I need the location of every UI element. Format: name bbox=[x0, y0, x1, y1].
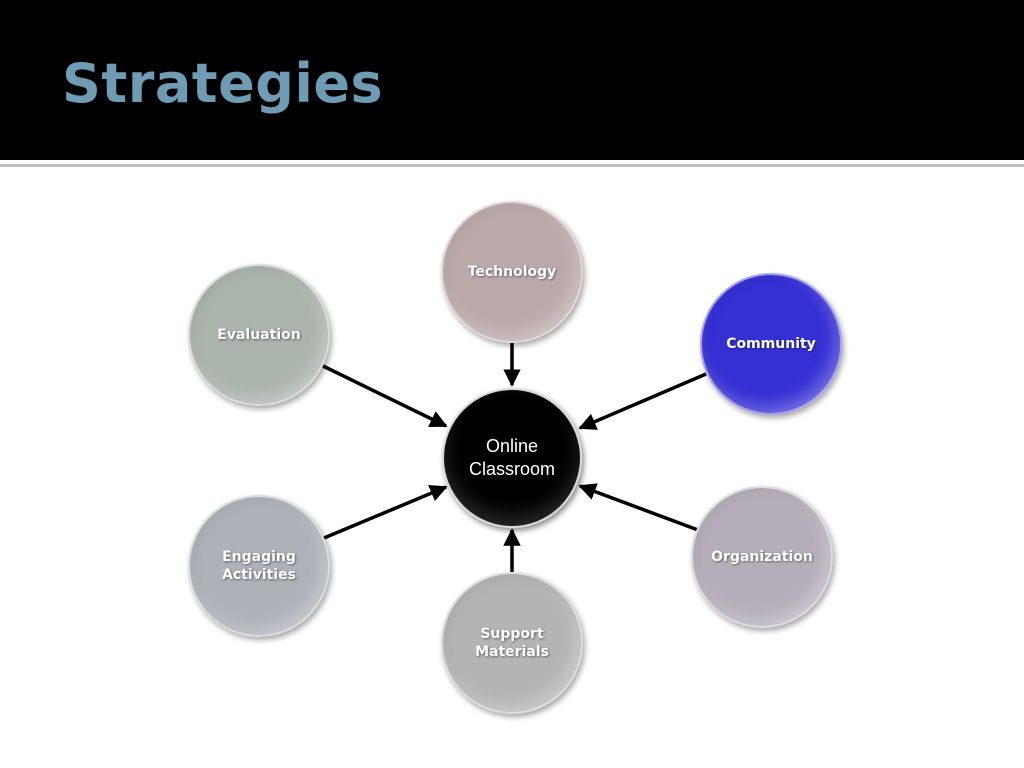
node-organization: Organization bbox=[691, 486, 833, 628]
node-support-materials: Support Materials bbox=[441, 572, 583, 714]
node-organization-label: Organization bbox=[711, 549, 813, 565]
arrow-community bbox=[578, 372, 707, 430]
arrow-engaging-activities bbox=[323, 485, 448, 540]
node-community-label: Community bbox=[726, 336, 816, 352]
center-node-online-classroom: Online Classroom bbox=[442, 388, 582, 528]
node-evaluation-label: Evaluation bbox=[217, 327, 301, 343]
node-engaging-activities: Engaging Activities bbox=[188, 495, 330, 637]
title-divider bbox=[0, 164, 1024, 167]
node-community: Community bbox=[700, 273, 842, 415]
node-engaging-activities-label: Engaging Activities bbox=[222, 549, 296, 583]
node-support-materials-label: Support Materials bbox=[475, 626, 549, 660]
arrow-organization bbox=[578, 483, 699, 532]
node-evaluation: Evaluation bbox=[188, 264, 330, 406]
node-technology-label: Technology bbox=[467, 264, 557, 280]
arrow-evaluation bbox=[322, 364, 448, 428]
slide-title: Strategies bbox=[62, 52, 384, 115]
title-bar: Strategies bbox=[0, 0, 1024, 160]
node-technology: Technology bbox=[441, 201, 583, 343]
center-node-label: Online Classroom bbox=[468, 436, 556, 479]
